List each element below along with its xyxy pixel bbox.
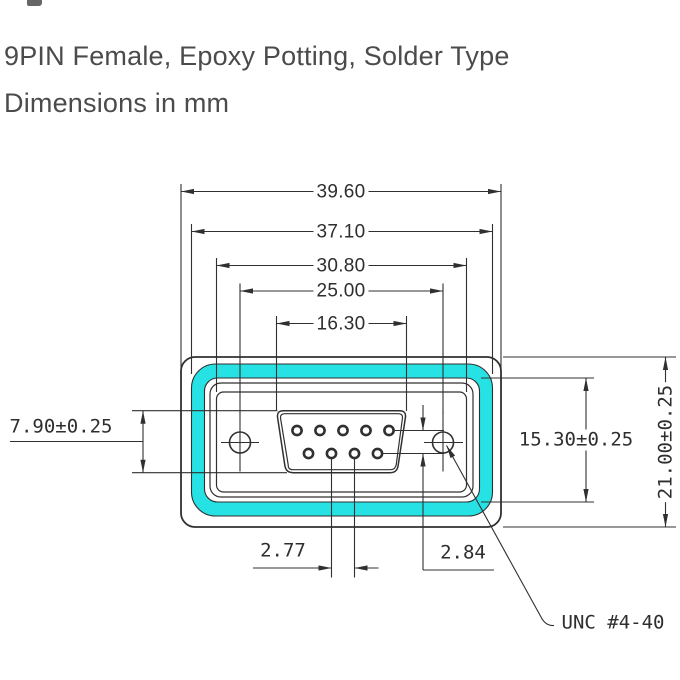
dim-label-mount-hole-spacing: 25.00 (313, 280, 369, 302)
dim-label-body-height: 21.00±0.25 (654, 381, 676, 503)
crop-artifact (27, 0, 42, 6)
dim-label-gasket-width: 37.10 (313, 221, 369, 242)
mount-holes (221, 412, 463, 472)
dsub-cutout (276, 409, 407, 474)
dim-cutout-height (10, 410, 287, 474)
page-subtitle: Dimensions in mm (4, 88, 230, 118)
dim-label-cutout-height: 7.90±0.25 (6, 416, 116, 438)
dim-pin-pitch (253, 458, 379, 578)
dim-label-pin-pitch: 2.77 (257, 540, 309, 562)
page-title: 9PIN Female, Epoxy Potting, Solder Type (4, 41, 510, 71)
thread-leader-line (446, 445, 555, 627)
dim-label-row-pitch: 2.84 (437, 542, 489, 564)
contact-pins (291, 424, 395, 460)
dim-label-overall-width: 39.60 (313, 181, 369, 202)
dim-label-opening-height: 15.30±0.25 (515, 429, 637, 451)
dim-overall-width (180, 184, 502, 368)
dim-row-pitch (382, 405, 494, 571)
dim-label-flange-width: 30.80 (313, 255, 369, 276)
thread-spec-label: UNC #4-40 (558, 612, 668, 634)
gasket-ring (190, 363, 494, 517)
dim-label-cutout-width: 16.30 (313, 313, 369, 334)
